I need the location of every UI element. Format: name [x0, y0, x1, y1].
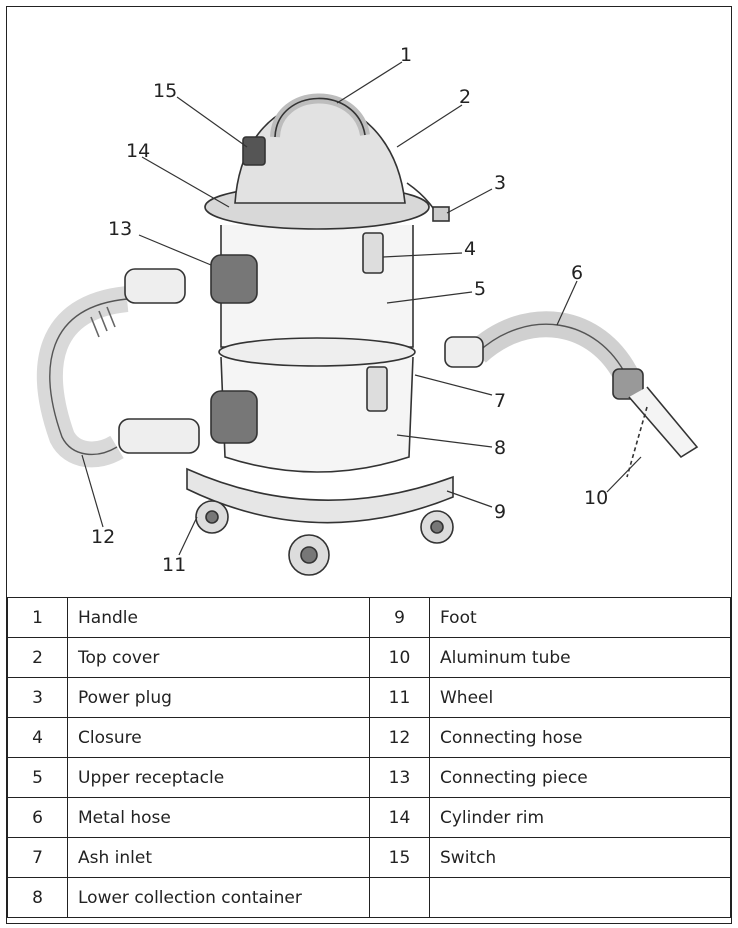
lower-container-body — [220, 356, 414, 473]
vacuum-illustration: 1 2 3 4 5 6 7 8 9 10 11 12 13 14 15 — [7, 7, 731, 597]
legend-left-label: Upper receptacle — [67, 757, 370, 798]
legend-left-num: 5 — [7, 757, 68, 798]
connecting-piece-upper — [210, 254, 258, 304]
legend-right-num: 11 — [369, 677, 430, 718]
connecting-hose — [36, 286, 129, 468]
callout-10: 10 — [584, 487, 608, 509]
legend-row: 2 Top cover 10 Aluminum tube — [7, 637, 731, 678]
legend-right-num: 12 — [369, 717, 430, 758]
legend-right-num — [369, 877, 430, 918]
legend-left-num: 7 — [7, 837, 68, 878]
legend-left-label: Metal hose — [67, 797, 370, 838]
legend-left-label: Closure — [67, 717, 370, 758]
callout-15: 15 — [153, 80, 177, 102]
legend-right-label: Connecting piece — [429, 757, 731, 798]
legend-left-label: Lower collection container — [67, 877, 370, 918]
callout-1: 1 — [400, 44, 412, 66]
legend-left-num: 2 — [7, 637, 68, 678]
legend-row: 4 Closure 12 Connecting hose — [7, 717, 731, 758]
legend-left-num: 4 — [7, 717, 68, 758]
legend-left-num: 6 — [7, 797, 68, 838]
legend-right-label: Wheel — [429, 677, 731, 718]
legend-right-num: 14 — [369, 797, 430, 838]
aluminum-tube — [628, 386, 699, 459]
legend-right-num: 15 — [369, 837, 430, 878]
parts-legend-table: 1 Handle 9 Foot 2 Top cover 10 Aluminum … — [7, 597, 731, 918]
vacuum-drawing: 1 2 3 4 5 6 7 8 9 10 11 12 13 14 15 — [36, 44, 699, 576]
callout-6: 6 — [571, 262, 583, 284]
callout-2: 2 — [459, 86, 471, 108]
middle-band — [218, 337, 416, 367]
legend-right-label: Aluminum tube — [429, 637, 731, 678]
legend-left-label: Ash inlet — [67, 837, 370, 878]
legend-row: 5 Upper receptacle 13 Connecting piece — [7, 757, 731, 798]
legend-right-num: 10 — [369, 637, 430, 678]
callout-5: 5 — [474, 278, 486, 300]
legend-right-num: 13 — [369, 757, 430, 798]
closure-upper — [362, 232, 384, 274]
legend-left-label: Top cover — [67, 637, 370, 678]
foot-shape — [186, 467, 454, 524]
metal-hose-coupling — [612, 368, 644, 400]
callout-8: 8 — [494, 437, 506, 459]
legend-right-label: Connecting hose — [429, 717, 731, 758]
callout-11: 11 — [162, 554, 186, 576]
callout-13: 13 — [108, 218, 132, 240]
closure-lower — [366, 366, 388, 412]
leader-lines — [81, 61, 642, 556]
switch-shape — [242, 136, 266, 166]
legend-row: 6 Metal hose 14 Cylinder rim — [7, 797, 731, 838]
callout-14: 14 — [126, 140, 150, 162]
power-plug-shape — [432, 206, 450, 222]
legend-right-num: 9 — [369, 597, 430, 638]
connecting-piece-lower — [210, 390, 258, 444]
legend-left-num: 1 — [7, 597, 68, 638]
legend-left-label: Handle — [67, 597, 370, 638]
callout-7: 7 — [494, 390, 506, 412]
hose-end-lower — [118, 418, 200, 454]
legend-row: 3 Power plug 11 Wheel — [7, 677, 731, 718]
legend-row: 7 Ash inlet 15 Switch — [7, 837, 731, 878]
callout-9: 9 — [494, 501, 506, 523]
legend-left-num: 8 — [7, 877, 68, 918]
metal-hose-end — [444, 336, 484, 368]
callout-3: 3 — [494, 172, 506, 194]
metal-hose — [468, 311, 639, 384]
legend-right-label: Cylinder rim — [429, 797, 731, 838]
hose-end-upper — [124, 268, 186, 304]
diagram-frame: 1 2 3 4 5 6 7 8 9 10 11 12 13 14 15 1 Ha… — [6, 6, 732, 924]
callout-12: 12 — [91, 526, 115, 548]
legend-right-label: Switch — [429, 837, 731, 878]
legend-left-label: Power plug — [67, 677, 370, 718]
legend-left-num: 3 — [7, 677, 68, 718]
legend-row: 8 Lower collection container — [7, 877, 731, 918]
legend-right-label: Foot — [429, 597, 731, 638]
legend-row: 1 Handle 9 Foot — [7, 597, 731, 638]
callout-4: 4 — [464, 238, 476, 260]
legend-right-label — [429, 877, 731, 918]
